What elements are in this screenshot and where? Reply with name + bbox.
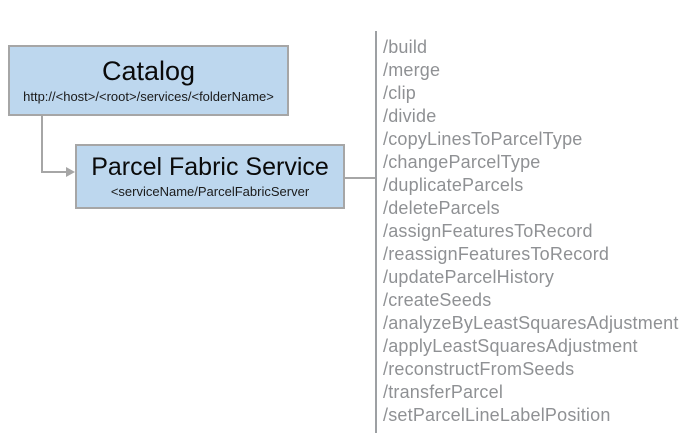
endpoint-list: /build/merge/clip/divide/copyLinesToParc… (383, 36, 679, 427)
endpoint-item: /duplicateParcels (383, 175, 524, 195)
endpoint-item: /reconstructFromSeeds (383, 359, 575, 379)
endpoint-divider-line (375, 31, 377, 433)
endpoint-item: /analyzeByLeastSquaresAdjustment (383, 313, 679, 333)
endpoint-item: /copyLinesToParcelType (383, 129, 583, 149)
service-title: Parcel Fabric Service (91, 152, 329, 181)
endpoint-item: /assignFeaturesToRecord (383, 221, 593, 241)
catalog-node: Catalog http://<host>/<root>/services/<f… (8, 45, 289, 116)
service-subtitle: <serviceName/ParcelFabricServer (110, 184, 310, 200)
endpoint-item: /deleteParcels (383, 198, 500, 218)
endpoint-item: /transferParcel (383, 382, 504, 402)
endpoint-item: /createSeeds (383, 290, 492, 310)
service-to-endpoints-connector (345, 177, 376, 179)
endpoint-item: /build (383, 37, 428, 57)
catalog-subtitle: http://<host>/<root>/services/<folderNam… (23, 89, 274, 105)
endpoint-item: /divide (383, 106, 437, 126)
endpoint-item: /updateParcelHistory (383, 267, 555, 287)
endpoint-item: /setParcelLineLabelPosition (383, 405, 611, 425)
service-node: Parcel Fabric Service <serviceName/Parce… (75, 144, 345, 209)
catalog-title: Catalog (101, 55, 196, 86)
endpoint-item: /applyLeastSquaresAdjustment (383, 336, 638, 356)
catalog-to-service-connector-vertical (41, 114, 43, 173)
endpoint-item: /clip (383, 83, 417, 103)
endpoint-item: /merge (383, 60, 441, 80)
endpoint-item: /changeParcelType (383, 152, 541, 172)
arrow-right-icon (66, 167, 75, 177)
endpoint-item: /reassignFeaturesToRecord (383, 244, 610, 264)
catalog-to-service-connector-horizontal (41, 171, 67, 173)
